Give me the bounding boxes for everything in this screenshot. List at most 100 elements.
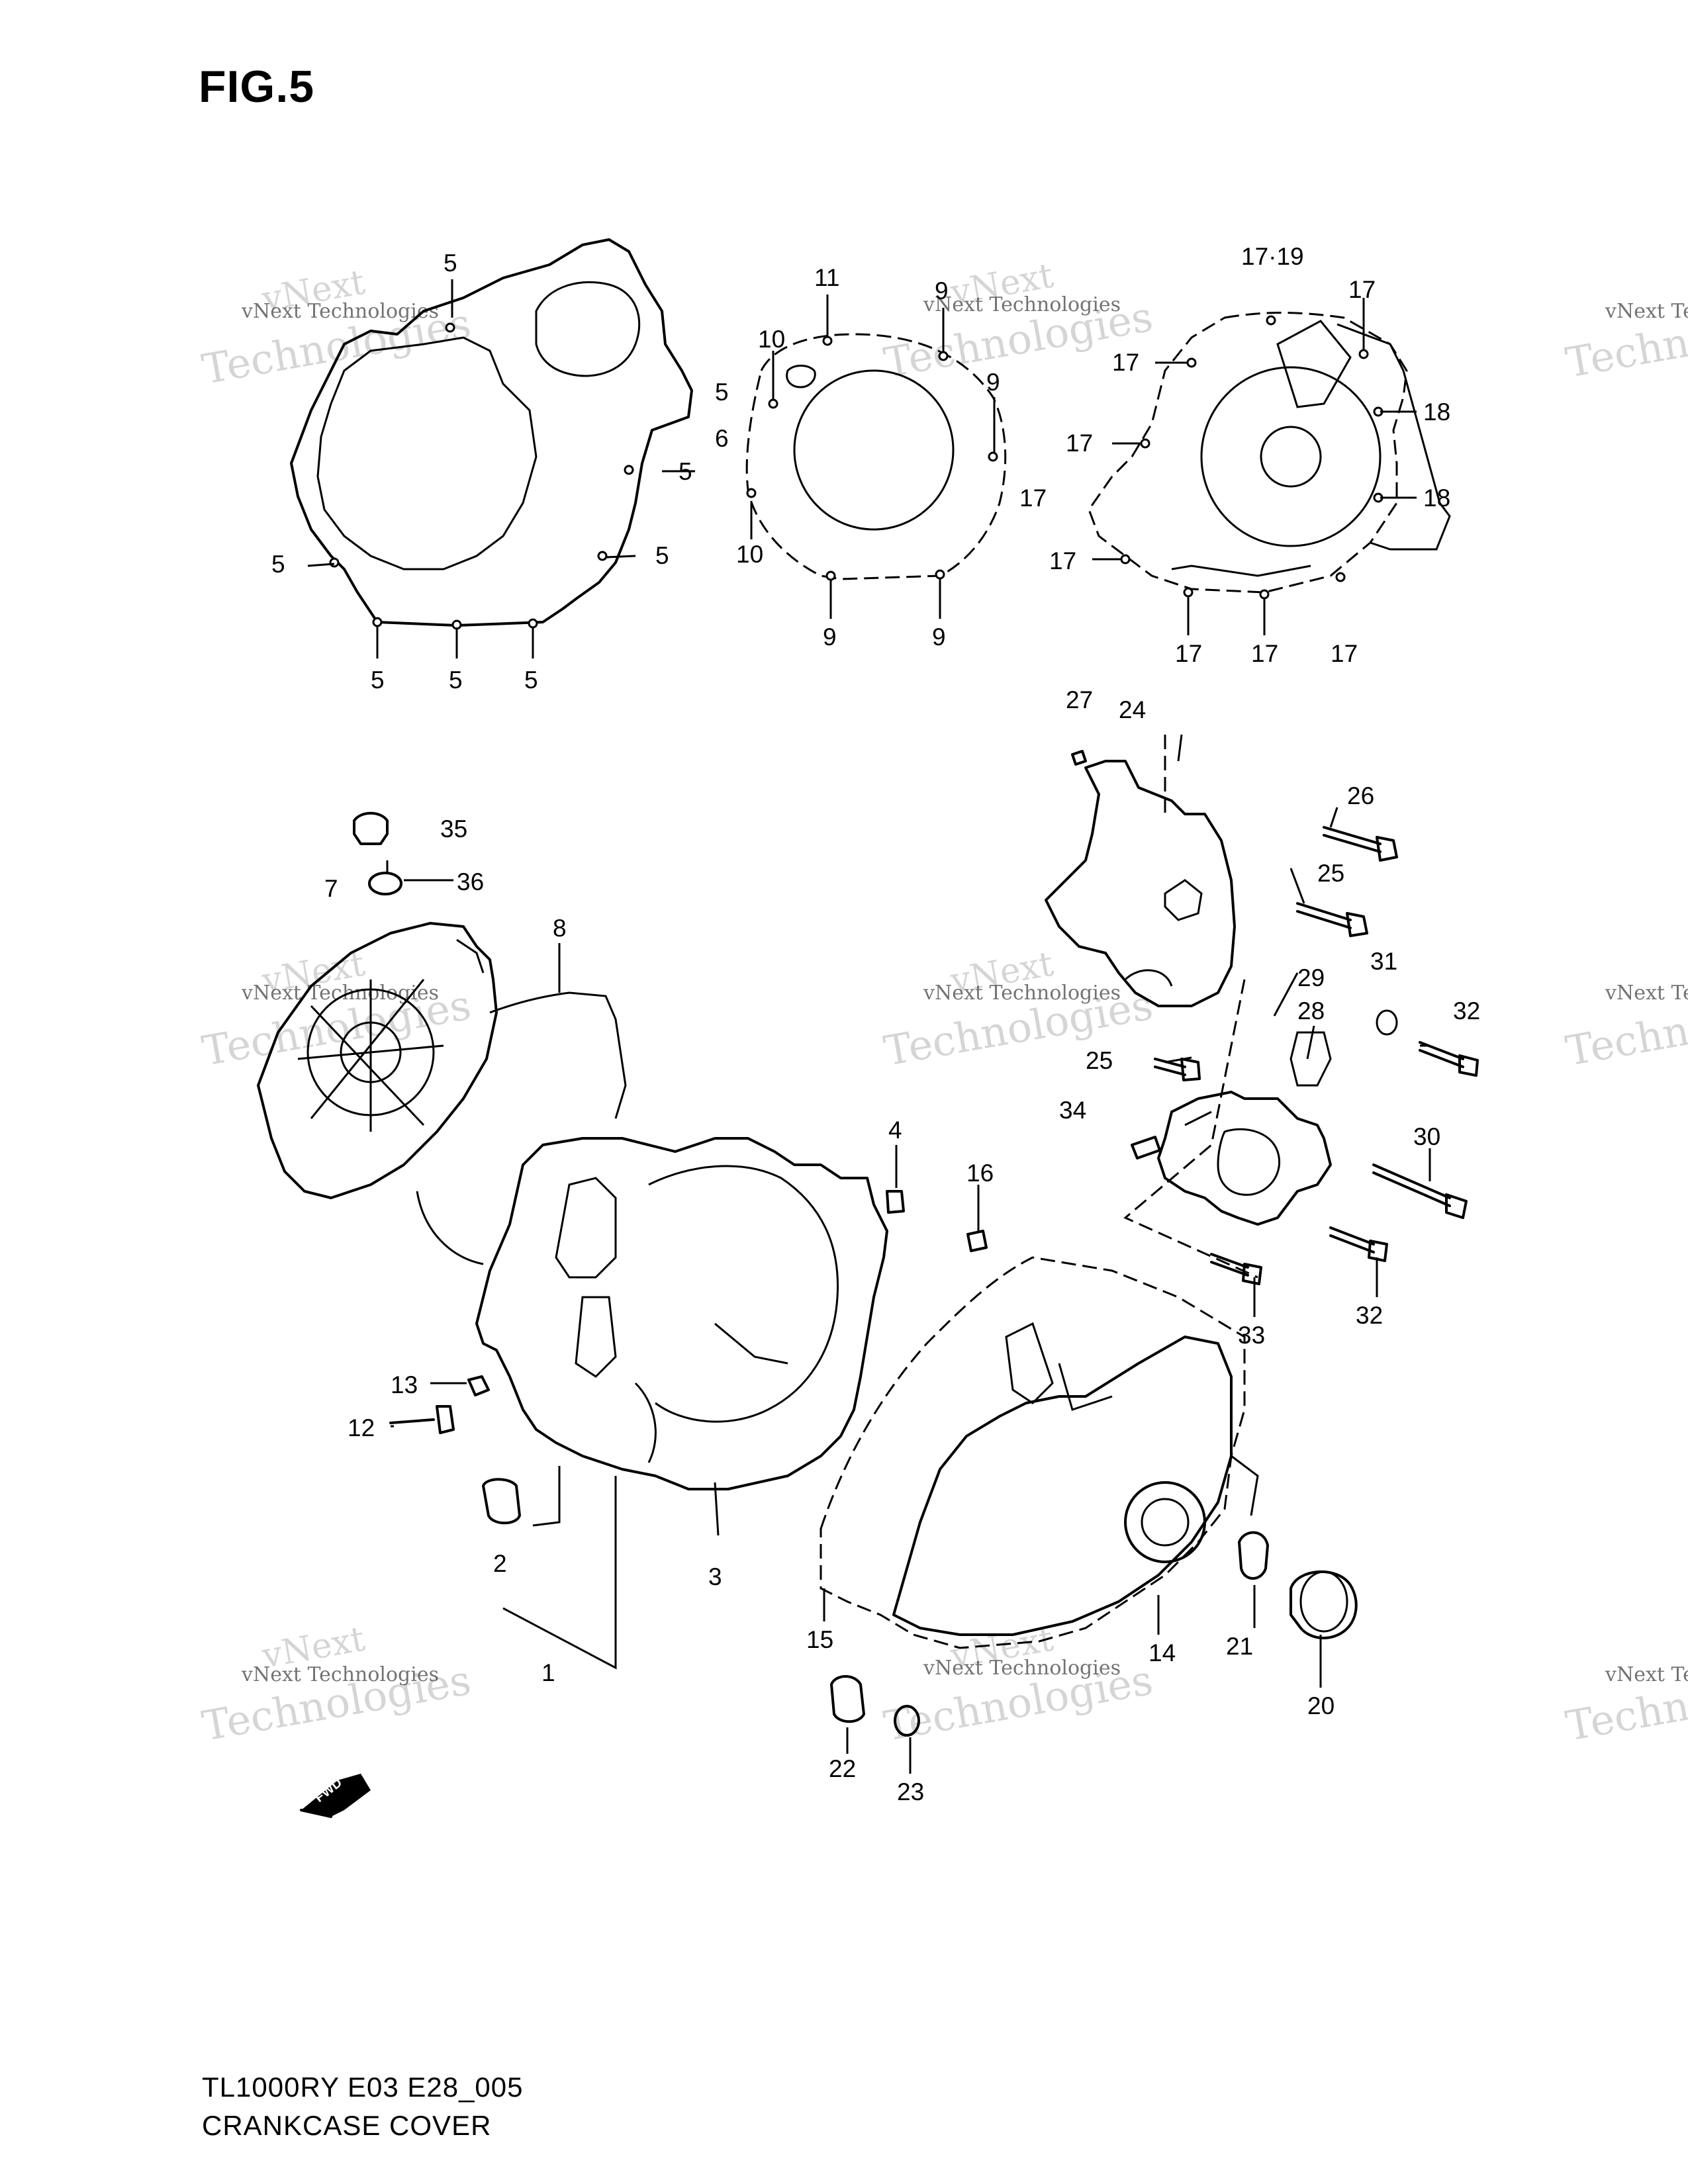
- water-pump-assembly: [1123, 979, 1332, 1279]
- callout-5c: 5: [679, 458, 692, 485]
- bolt-25-lower: [1154, 1058, 1201, 1081]
- callout-17g: 17: [1251, 640, 1278, 667]
- callout-25a: 25: [1317, 860, 1344, 887]
- callout-9d: 9: [932, 623, 946, 651]
- watermark-top-right: Technologies vNext Technologies: [1562, 293, 1688, 387]
- bolt-30: [1372, 1163, 1468, 1219]
- callout-10a: 10: [758, 326, 785, 353]
- dowel-34: [1131, 1136, 1161, 1160]
- bolt-25-top: [1296, 902, 1368, 937]
- callout-15: 15: [806, 1626, 833, 1653]
- gasket-clutch-cover: [290, 238, 693, 630]
- callout-18a: 18: [1423, 398, 1450, 426]
- callout-labels: 5 5 5 5 5 5 5 5 5 6 11 9 10 9 10 9 9 17·…: [271, 243, 1480, 1805]
- washer-13: [467, 1375, 490, 1396]
- callout-29: 29: [1297, 964, 1325, 991]
- watermark-top-left: Technologies vNext vNext Technologies: [199, 263, 475, 394]
- watermark-mid-right: Technologies vNext Technologies: [1562, 981, 1688, 1075]
- figure-title: FIG.5: [199, 62, 315, 112]
- callout-5d: 5: [271, 551, 285, 578]
- crankcase-1: [475, 1137, 888, 1490]
- callout-3: 3: [708, 1563, 722, 1590]
- fwd-arrow-icon: FWD: [300, 1774, 371, 1818]
- o-ring-36: [368, 872, 402, 895]
- callout-9c: 9: [823, 623, 837, 651]
- callout-34: 34: [1059, 1097, 1086, 1124]
- callout-5f: 5: [371, 666, 385, 694]
- plug-20: [1289, 1570, 1358, 1640]
- callout-9a: 9: [935, 277, 949, 304]
- callout-5b: 5: [715, 379, 729, 406]
- callout-20: 20: [1307, 1692, 1335, 1719]
- callout-25b: 25: [1086, 1047, 1113, 1074]
- callout-13: 13: [391, 1371, 418, 1398]
- callout-26: 26: [1347, 782, 1374, 809]
- callout-4: 4: [888, 1116, 902, 1144]
- callout-5h: 5: [524, 666, 538, 694]
- callout-2: 2: [493, 1550, 507, 1577]
- o-ring-21: [1238, 1531, 1269, 1580]
- clutch-cover-7: [257, 922, 498, 1199]
- callout-5g: 5: [449, 666, 463, 694]
- svg-text:vNext Technologies: vNext Technologies: [241, 981, 439, 1005]
- starter-cover-24: [1045, 735, 1236, 1007]
- svg-text:vNext Technologies: vNext Technologies: [1605, 300, 1688, 323]
- bolt-12: [389, 1405, 455, 1434]
- callout-27: 27: [1066, 686, 1093, 713]
- callout-31: 31: [1370, 948, 1397, 975]
- callout-1: 1: [541, 1659, 555, 1686]
- leader-lines: [307, 279, 1431, 1774]
- callout-17a: 17: [1348, 276, 1376, 303]
- callout-36: 36: [457, 868, 484, 895]
- magneto-cover-14: [820, 1256, 1259, 1649]
- oil-plug-35: [353, 811, 389, 845]
- callout-17-19: 17·19: [1241, 243, 1304, 270]
- callout-12: 12: [348, 1414, 375, 1441]
- watermark-mid-center: Technologies vNext vNext Technologies: [880, 944, 1156, 1075]
- callout-6: 6: [715, 425, 729, 452]
- callout-11: 11: [814, 264, 839, 291]
- callout-5e: 5: [655, 542, 669, 569]
- callout-9b: 9: [986, 369, 1000, 396]
- callout-21: 21: [1226, 1633, 1253, 1660]
- bolt-33: [1210, 1253, 1262, 1285]
- callout-32b: 32: [1356, 1302, 1383, 1329]
- gasket-8: [416, 991, 627, 1265]
- callout-8: 8: [553, 915, 567, 942]
- svg-text:vNext Technologies: vNext Technologies: [923, 293, 1121, 316]
- svg-text:vNext Technologies: vNext Technologies: [241, 1663, 439, 1686]
- dowel-4: [886, 1190, 905, 1214]
- svg-text:vNext Technologies: vNext Technologies: [1605, 1663, 1688, 1686]
- callout-17c: 17: [1066, 430, 1093, 457]
- callout-18b: 18: [1423, 484, 1450, 512]
- watermark-bottom-right: Technologies vNext Technologies: [1562, 1656, 1688, 1751]
- callout-17b: 17: [1112, 349, 1139, 376]
- callout-17d: 17: [1019, 484, 1047, 512]
- callout-24: 24: [1119, 696, 1146, 723]
- callout-32a: 32: [1453, 997, 1480, 1024]
- svg-text:vNext Technologies: vNext Technologies: [1605, 981, 1688, 1005]
- svg-text:vNext Technologies: vNext Technologies: [923, 981, 1121, 1005]
- callout-30: 30: [1413, 1123, 1440, 1150]
- callout-33: 33: [1238, 1322, 1265, 1349]
- plug-22: [830, 1675, 865, 1723]
- bushing-2: [482, 1478, 521, 1525]
- callout-5a: 5: [444, 250, 457, 277]
- svg-text:vNext Technologies: vNext Technologies: [241, 300, 439, 323]
- bolt-26: [1323, 826, 1398, 862]
- washer-23: [894, 1705, 920, 1737]
- bolt-32-lower: [1329, 1226, 1388, 1262]
- callout-28: 28: [1297, 997, 1325, 1024]
- dowel-16: [966, 1230, 988, 1252]
- callout-23: 23: [897, 1778, 924, 1805]
- model-code: TL1000RY E03 E28_005: [202, 2071, 524, 2103]
- callout-14: 14: [1149, 1639, 1176, 1666]
- callout-10b: 10: [736, 541, 763, 568]
- gasket-magneto-cover: [1088, 312, 1451, 600]
- callout-17e: 17: [1049, 547, 1076, 574]
- callout-22: 22: [829, 1755, 856, 1782]
- callout-17h: 17: [1331, 640, 1358, 667]
- callout-7: 7: [324, 875, 338, 902]
- watermark-bottom-center: Technologies vNext vNext Technologies: [880, 1619, 1156, 1751]
- callout-35: 35: [440, 815, 467, 842]
